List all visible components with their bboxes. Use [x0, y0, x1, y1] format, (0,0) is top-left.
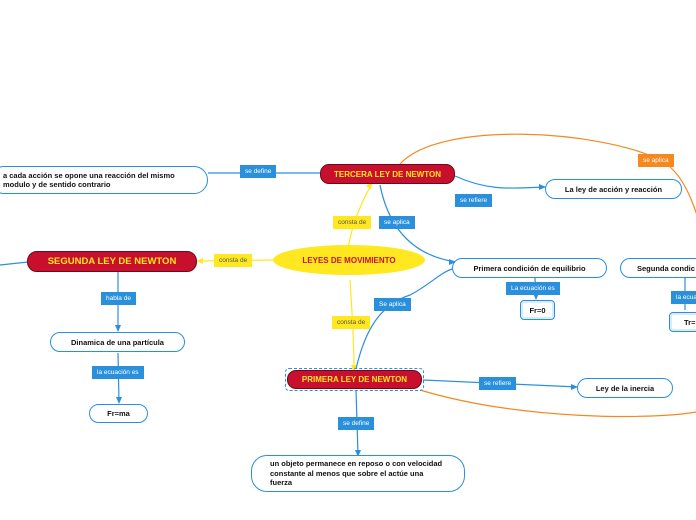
- segunda-ley-title: SEGUNDA LEY DE NEWTON: [47, 256, 177, 267]
- fr-ma-node[interactable]: Fr=ma: [89, 404, 148, 423]
- label-segunda-consta-de: consta de: [214, 254, 253, 267]
- label-tercera-se-aplica: se aplica: [379, 216, 415, 229]
- label-primera-se-aplica: Se aplica: [374, 298, 411, 311]
- central-topic[interactable]: LEYES DE MOVIMIENTO: [273, 245, 425, 275]
- equilibrio-2-node[interactable]: Segunda condic: [620, 258, 696, 278]
- label-primera-consta-de: consta de: [332, 316, 371, 329]
- central-topic-label: LEYES DE MOVIMIENTO: [302, 255, 396, 265]
- label-primera-se-define: se define: [338, 417, 375, 430]
- tercera-definition-node[interactable]: a cada acción se opone una reacción del …: [0, 166, 208, 194]
- dinamica-text: Dinamica de una partícula: [71, 337, 164, 347]
- label-orange-se-aplica: se aplica: [638, 154, 674, 167]
- label-tercera-se-define: se define: [240, 165, 277, 178]
- primera-definition-node[interactable]: un objeto permanece en reposo o con velo…: [251, 455, 465, 492]
- tercera-ley-node[interactable]: TERCERA LEY DE NEWTON: [320, 164, 455, 184]
- tercera-refers-text: La ley de acción y reacción: [564, 184, 663, 194]
- fr-0-text: Fr=0: [529, 305, 546, 315]
- primera-ley-node[interactable]: PRIMERA LEY DE NEWTON: [287, 370, 422, 389]
- tercera-definition-text: a cada acción se opone una reacción del …: [3, 170, 175, 189]
- tr-node[interactable]: Tr=: [669, 312, 696, 332]
- tercera-ley-title: TERCERA LEY DE NEWTON: [334, 169, 441, 179]
- tr-text: Tr=: [684, 317, 696, 327]
- label-equilibrio-2-ecuacion: la ecua: [671, 291, 696, 304]
- selection-outline: [285, 368, 424, 391]
- primera-definition-text: un objeto permanece en reposo o con velo…: [270, 459, 443, 488]
- label-tercera-consta-de: consta de: [333, 216, 372, 229]
- equilibrio-1-text: Primera condición de equilibrio: [473, 263, 586, 273]
- label-equilibrio-1-ecuacion: La ecuación es: [506, 282, 560, 295]
- inercia-node[interactable]: Ley de la inercia: [577, 378, 673, 398]
- tercera-refers-node[interactable]: La ley de acción y reacción: [545, 179, 682, 199]
- label-segunda-habla-de: habla de: [101, 292, 136, 305]
- label-tercera-se-refiere: se refiere: [455, 194, 493, 207]
- primera-ley-title: PRIMERA LEY DE NEWTON: [301, 375, 408, 384]
- inercia-text: Ley de la inercia: [595, 383, 655, 393]
- label-segunda-ecuacion: la ecuación es: [92, 366, 144, 379]
- equilibrio-2-text: Segunda condic: [637, 263, 695, 273]
- segunda-ley-node[interactable]: SEGUNDA LEY DE NEWTON: [27, 251, 197, 272]
- fr-ma-text: Fr=ma: [107, 409, 130, 418]
- fr-0-node[interactable]: Fr=0: [520, 300, 555, 320]
- label-primera-se-refiere: se refiere: [479, 377, 517, 390]
- equilibrio-1-node[interactable]: Primera condición de equilibrio: [452, 258, 607, 278]
- dinamica-node[interactable]: Dinamica de una partícula: [50, 332, 185, 352]
